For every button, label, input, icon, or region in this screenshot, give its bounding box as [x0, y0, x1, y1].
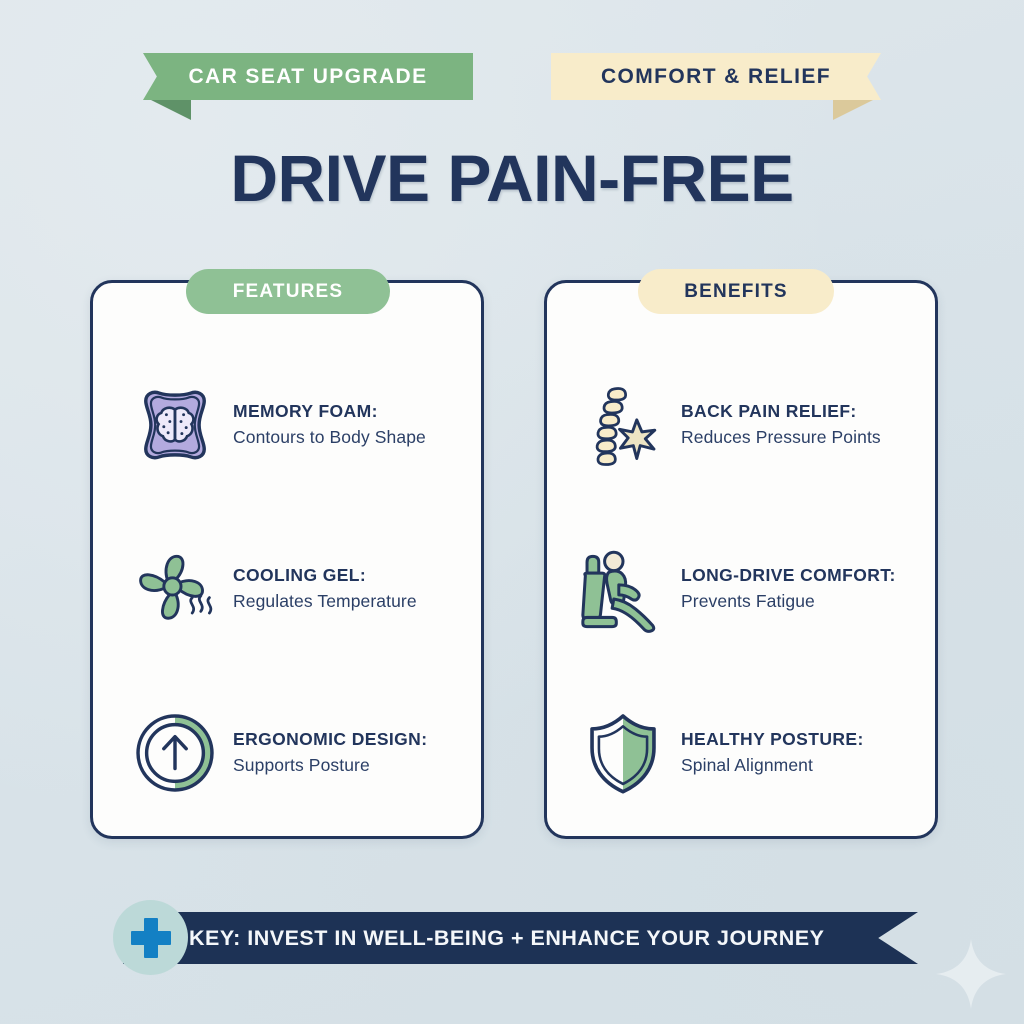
list-item: LONG-DRIVE COMFORT: Prevents Fatigue: [547, 507, 935, 671]
list-item-text: COOLING GEL: Regulates Temperature: [233, 565, 417, 614]
list-item-text: MEMORY FOAM: Contours to Body Shape: [233, 401, 426, 450]
ribbon-comfort-relief: COMFORT & RELIEF: [551, 53, 881, 120]
benefits-list: BACK PAIN RELIEF: Reduces Pressure Point…: [547, 343, 935, 835]
page-title: DRIVE PAIN-FREE: [230, 141, 794, 215]
list-item-text: HEALTHY POSTURE: Spinal Alignment: [681, 729, 864, 778]
list-item: ERGONOMIC DESIGN: Supports Posture: [93, 671, 481, 835]
list-item-title: LONG-DRIVE COMFORT:: [681, 564, 896, 585]
memory-foam-brain-cushion-icon: [129, 379, 221, 471]
benefits-card: BACK PAIN RELIEF: Reduces Pressure Point…: [544, 280, 938, 839]
list-item-subtitle: Reduces Pressure Points: [681, 426, 881, 447]
key-takeaway-banner: KEY: INVEST IN WELL-BEING + ENHANCE YOUR…: [123, 912, 918, 964]
tab-benefits[interactable]: BENEFITS: [638, 269, 834, 314]
list-item-text: BACK PAIN RELIEF: Reduces Pressure Point…: [681, 401, 881, 450]
ribbon-left-label: CAR SEAT UPGRADE: [188, 64, 428, 88]
list-item-title: BACK PAIN RELIEF:: [681, 400, 857, 421]
plus-vertical-bar: [143, 917, 158, 958]
list-item-subtitle: Supports Posture: [233, 754, 370, 775]
key-takeaway-text: KEY: INVEST IN WELL-BEING + ENHANCE YOUR…: [189, 925, 825, 950]
list-item: COOLING GEL: Regulates Temperature: [93, 507, 481, 671]
list-item-title: HEALTHY POSTURE:: [681, 728, 864, 749]
tab-benefits-label: BENEFITS: [684, 280, 788, 302]
cooling-fan-airflow-icon: [129, 543, 221, 635]
ribbon-right-label: COMFORT & RELIEF: [600, 64, 832, 88]
list-item-title: COOLING GEL:: [233, 564, 367, 585]
ribbon-car-seat-upgrade: CAR SEAT UPGRADE: [143, 53, 473, 120]
ribbon-band: [143, 53, 473, 100]
spine-starburst-icon: [577, 379, 669, 471]
list-item-subtitle: Prevents Fatigue: [681, 590, 815, 611]
list-item: HEALTHY POSTURE: Spinal Alignment: [547, 671, 935, 835]
tab-features[interactable]: FEATURES: [186, 269, 390, 314]
shield-icon: [577, 707, 669, 799]
features-card: MEMORY FOAM: Contours to Body Shape: [90, 280, 484, 839]
list-item-title: ERGONOMIC DESIGN:: [233, 728, 428, 749]
ribbon-tail: [833, 98, 877, 120]
ergonomic-up-arrow-circle-icon: [129, 707, 221, 799]
list-item-subtitle: Regulates Temperature: [233, 590, 417, 611]
seated-person-car-seat-icon: [577, 543, 669, 635]
ribbon-band: [551, 53, 881, 100]
plus-icon: [113, 900, 188, 975]
four-point-sparkle-icon: [935, 938, 1007, 1010]
list-item: BACK PAIN RELIEF: Reduces Pressure Point…: [547, 343, 935, 507]
list-item-subtitle: Contours to Body Shape: [233, 426, 426, 447]
tab-features-label: FEATURES: [232, 280, 344, 302]
list-item-subtitle: Spinal Alignment: [681, 754, 813, 775]
list-item: MEMORY FOAM: Contours to Body Shape: [93, 343, 481, 507]
ribbon-tail: [147, 98, 191, 120]
list-item-title: MEMORY FOAM:: [233, 400, 378, 421]
list-item-text: LONG-DRIVE COMFORT: Prevents Fatigue: [681, 565, 896, 614]
list-item-text: ERGONOMIC DESIGN: Supports Posture: [233, 729, 427, 778]
features-list: MEMORY FOAM: Contours to Body Shape: [93, 343, 481, 835]
